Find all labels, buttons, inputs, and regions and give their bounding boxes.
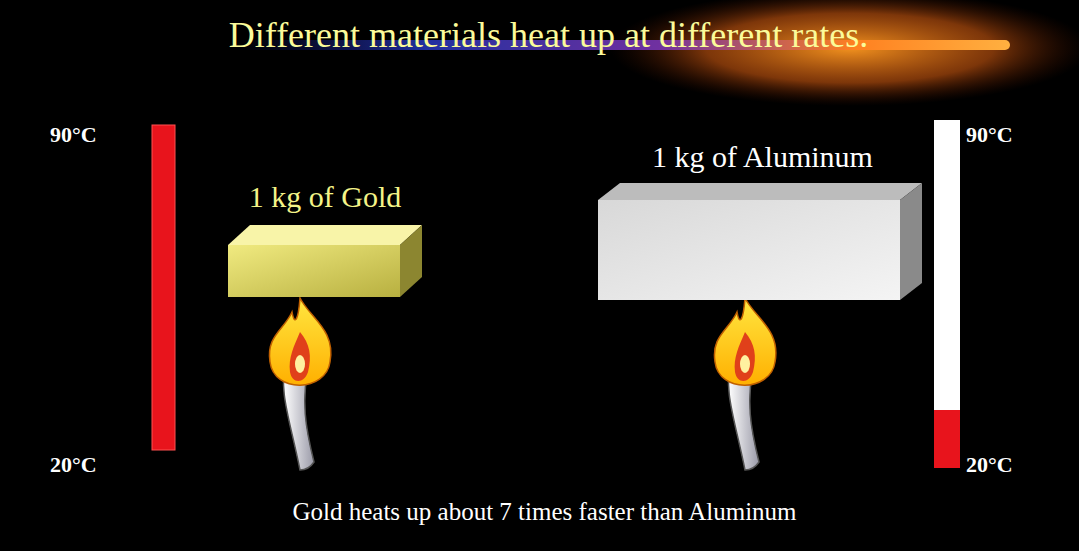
- block-label: 1 kg of Aluminum: [590, 140, 935, 174]
- block-side: [400, 225, 422, 297]
- block-top: [598, 183, 922, 200]
- temperature-label: 20°C: [966, 452, 1013, 478]
- thermometer-full: [152, 125, 175, 450]
- candle: [269, 298, 330, 470]
- metal-block: 1 kg of Aluminum: [590, 140, 935, 305]
- block-top: [228, 225, 422, 245]
- thermometer: [934, 120, 960, 468]
- temperature-label: 90°C: [50, 122, 97, 148]
- candle: [714, 298, 775, 470]
- temperature-label: 20°C: [50, 452, 97, 478]
- block-side: [900, 183, 922, 300]
- temperature-label: 90°C: [966, 122, 1013, 148]
- block-label: 1 kg of Gold: [205, 180, 445, 214]
- block-front: [228, 245, 400, 297]
- metal-block: 1 kg of Gold: [205, 180, 445, 305]
- thermometer-level: [934, 410, 960, 468]
- block-front: [598, 200, 900, 300]
- caption: Gold heats up about 7 times faster than …: [0, 498, 1079, 526]
- title: Different materials heat up at different…: [0, 14, 1079, 56]
